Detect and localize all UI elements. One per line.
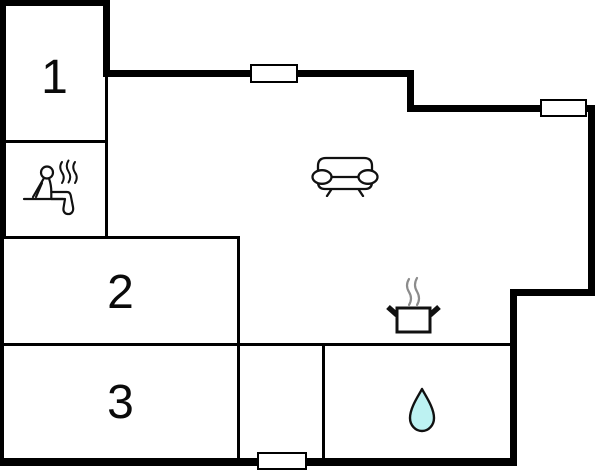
sofa-leg-left xyxy=(325,188,333,197)
window-top xyxy=(250,64,298,83)
wall-exterior-top-right xyxy=(407,105,595,112)
wall-exterior-bathroom-right xyxy=(510,289,517,466)
room-3-label: 3 xyxy=(107,375,134,429)
wall-exterior-left-lower xyxy=(0,236,4,466)
wall-exterior-top-left xyxy=(0,0,110,6)
wall-room2-top xyxy=(0,236,240,239)
sauna-steam-wave xyxy=(65,159,72,184)
wall-corridor-left xyxy=(322,343,325,466)
wall-exterior-step-left xyxy=(510,289,595,296)
wall-exterior-right xyxy=(588,105,595,296)
wall-rooms23-right xyxy=(237,236,240,466)
sofa-body xyxy=(316,156,374,191)
wall-exterior-room1-right xyxy=(103,0,110,77)
sauna-person-back xyxy=(31,176,46,199)
sauna-person-legs xyxy=(50,190,75,216)
sofa-armrest-right xyxy=(357,169,379,185)
wall-exterior-step-down xyxy=(407,70,414,112)
window-right xyxy=(540,99,587,117)
sofa-icon xyxy=(311,156,379,197)
sauna-person-arm xyxy=(34,181,44,199)
pot-steam-wave xyxy=(405,277,413,307)
wall-sauna-right xyxy=(105,77,108,239)
room-2-label: 2 xyxy=(107,265,134,319)
sauna-steam-wave xyxy=(59,161,65,184)
sofa-leg-right xyxy=(357,188,365,197)
water-drop-shape xyxy=(408,387,436,433)
sauna-person-torso xyxy=(47,177,53,194)
sauna-person-head xyxy=(39,165,55,180)
sauna-steam-wave xyxy=(72,161,78,184)
wall-mid-horizontal xyxy=(0,343,513,346)
pot-body xyxy=(395,306,432,334)
wall-exterior-left-upper xyxy=(0,0,6,239)
sauna-icon xyxy=(22,159,78,216)
cooking-pot-icon xyxy=(386,276,441,334)
water-drop-icon xyxy=(408,387,436,433)
window-bottom xyxy=(257,452,307,470)
room-1-label: 1 xyxy=(41,50,68,104)
pot-steam-wave xyxy=(413,276,421,307)
wall-room1-sauna-divider xyxy=(0,140,108,143)
sofa-armrest-left xyxy=(311,169,333,185)
